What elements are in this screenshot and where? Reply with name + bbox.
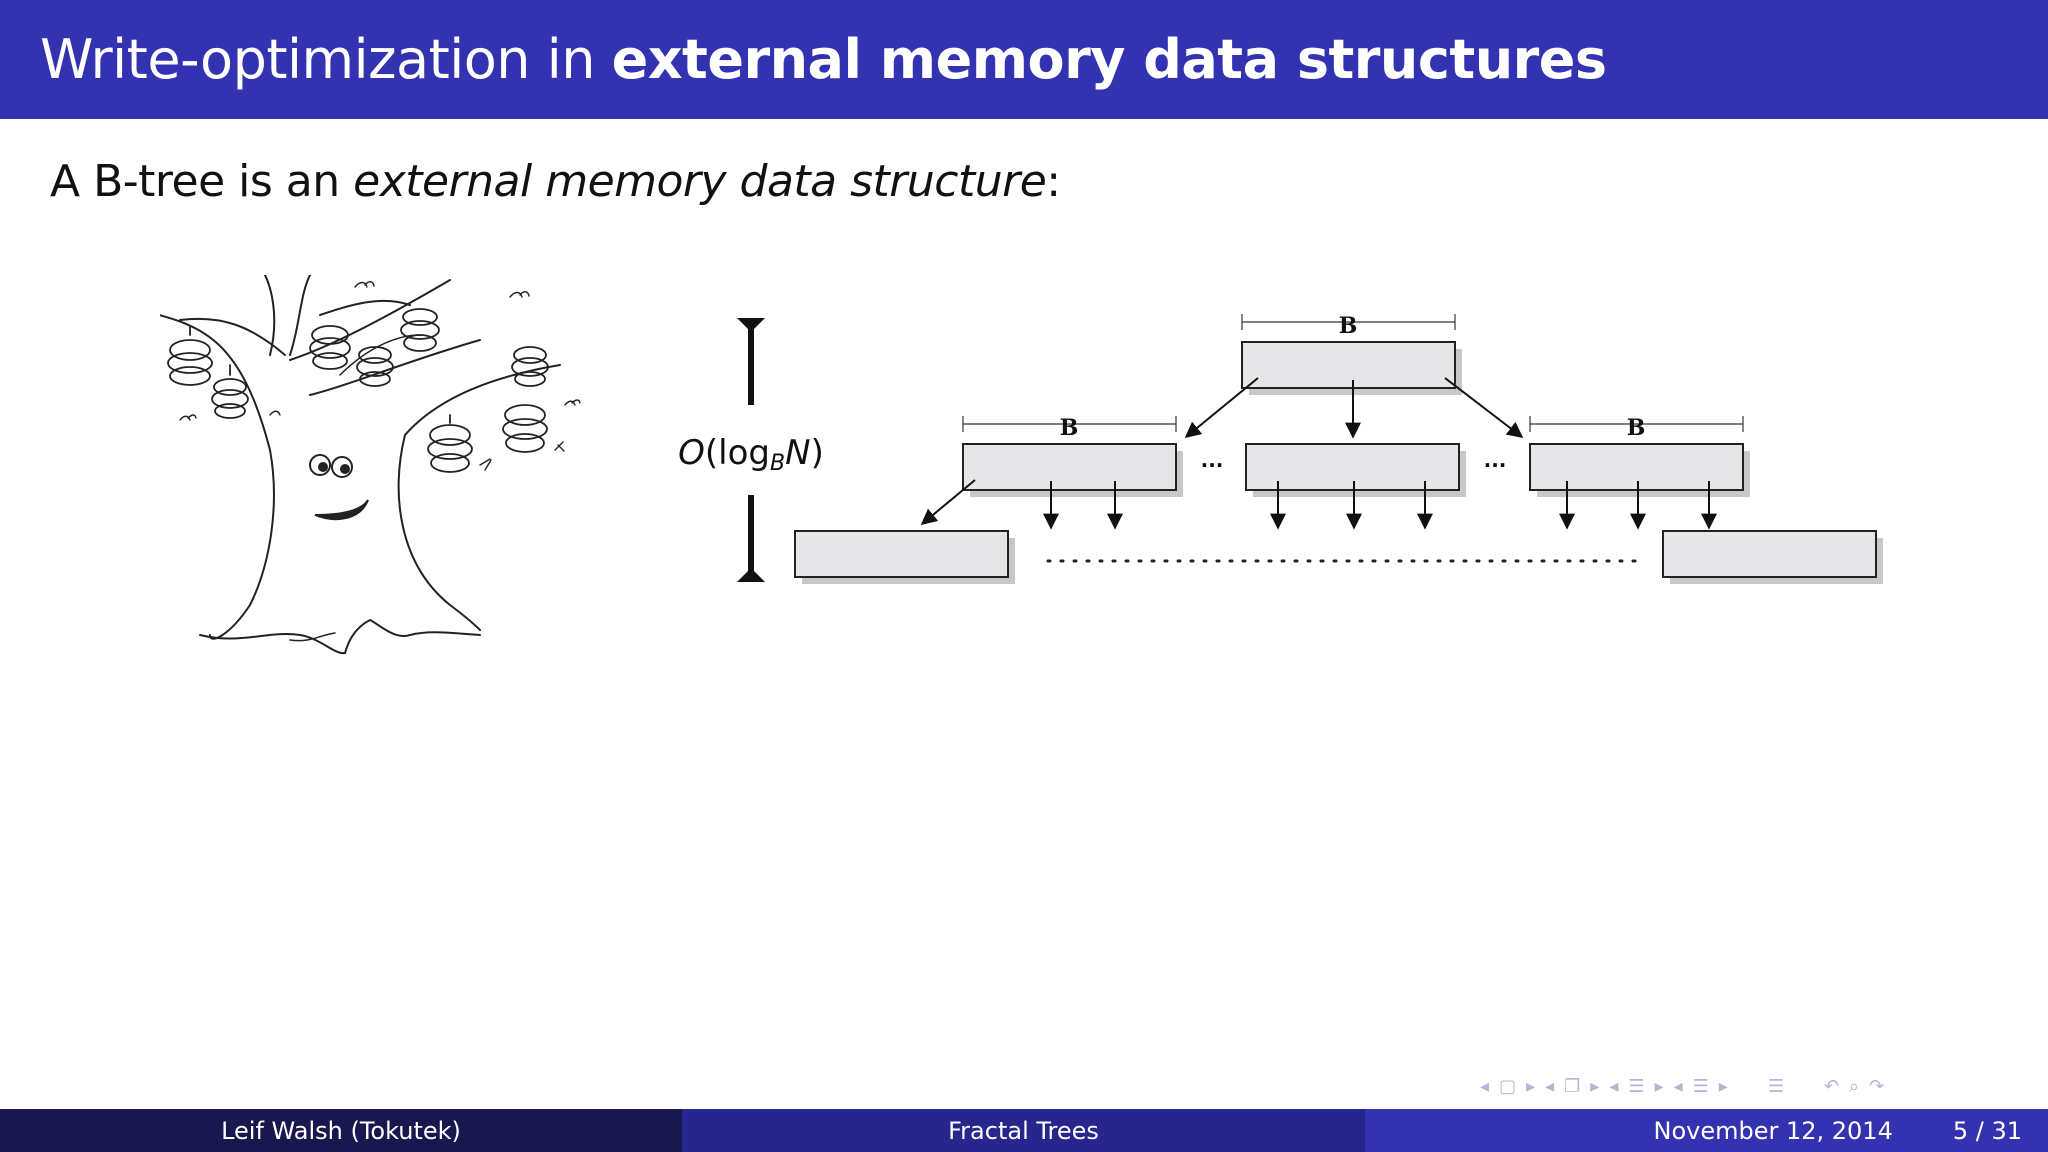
footer-date: November 12, 2014 [1653, 1116, 1893, 1145]
block-label-right: B [1627, 415, 1646, 441]
lead-italic: external memory data structure [353, 156, 1047, 207]
nav-prev-icon[interactable]: ◂ [1545, 1075, 1555, 1097]
subsection-icon[interactable]: ❐ [1564, 1075, 1581, 1097]
footer-right: November 12, 2014 5 / 31 [1365, 1109, 2048, 1152]
nav-prev-icon[interactable]: ◂ [1480, 1075, 1490, 1097]
root-node [1241, 341, 1462, 395]
tree-illustration [160, 275, 581, 655]
footer-title: Fractal Trees [682, 1109, 1365, 1152]
toc-icon[interactable]: ☰ [1692, 1075, 1709, 1097]
redo-icon[interactable]: ↷ [1869, 1075, 1885, 1097]
tree-edges [920, 377, 1717, 530]
child-node-left [962, 443, 1183, 497]
title-bar: Write-optimization in external memory da… [0, 0, 2048, 119]
child-ellipsis-1: ··· [1201, 453, 1224, 477]
block-label-top: B [1339, 313, 1358, 339]
footer-author: Leif Walsh (Tokutek) [0, 1109, 682, 1152]
lead-text: A B-tree is an external memory data stru… [50, 156, 1061, 207]
height-bar [737, 318, 765, 582]
nav-next-icon[interactable]: ▸ [1526, 1075, 1536, 1097]
slide-title-bold: external memory data structures [611, 28, 1607, 91]
page-number: 5 / 31 [1952, 1116, 2022, 1145]
child-node-right [1529, 443, 1750, 497]
dimension-left [962, 416, 1177, 432]
nav-next-icon[interactable]: ▸ [1654, 1075, 1664, 1097]
nav-prev-icon[interactable]: ◂ [1609, 1075, 1619, 1097]
nav-next-icon[interactable]: ▸ [1590, 1075, 1600, 1097]
section-icon[interactable]: ☰ [1628, 1075, 1645, 1097]
nav-prev-icon[interactable]: ◂ [1673, 1075, 1683, 1097]
outline-icon[interactable]: ☰ [1767, 1075, 1784, 1097]
footer: Leif Walsh (Tokutek) Fractal Trees Novem… [0, 1109, 2048, 1152]
child-node-middle [1245, 443, 1466, 497]
nav-next-icon[interactable]: ▸ [1718, 1075, 1728, 1097]
block-label-left: B [1060, 415, 1079, 441]
slide-title: Write-optimization in external memory da… [40, 28, 1607, 91]
dimension-right [1529, 416, 1744, 432]
child-ellipsis-2: ··· [1484, 453, 1507, 477]
btree-diagram: O(logBN) B B B ··· ··· [678, 313, 1883, 584]
navigation-symbols: ◂ ▢ ▸ ◂ ❐ ▸ ◂ ☰ ▸ ◂ ☰ ▸ ☰ ↶ ⌕ ↷ [1480, 1072, 2040, 1100]
dimension-top [1241, 314, 1456, 330]
leaf-node-left [794, 530, 1015, 584]
height-label: O(logBN) [678, 433, 824, 476]
undo-icon[interactable]: ↶ [1823, 1075, 1840, 1097]
frame-icon[interactable]: ▢ [1499, 1075, 1517, 1097]
leaf-node-right [1662, 530, 1883, 584]
search-icon[interactable]: ⌕ [1849, 1075, 1860, 1097]
